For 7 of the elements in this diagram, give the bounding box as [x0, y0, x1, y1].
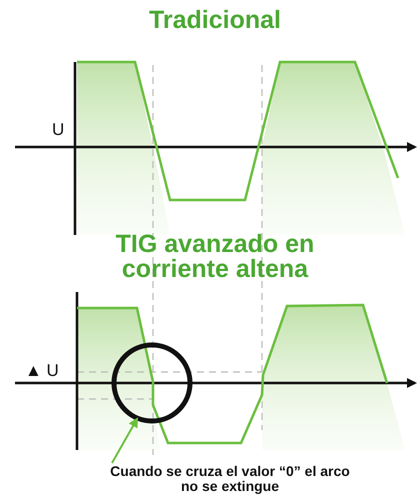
- axis-label: U: [52, 120, 64, 140]
- highlight-circle: [112, 342, 192, 424]
- callout-text: Cuando se cruza el valor “0” el arco no se extingue: [100, 464, 360, 494]
- leader-arrow: [111, 417, 138, 464]
- axis-label: ▲ U: [25, 361, 59, 381]
- chart-title: TIG avanzado en corriente altena: [114, 232, 316, 282]
- chart-title: Tradicional: [148, 8, 282, 33]
